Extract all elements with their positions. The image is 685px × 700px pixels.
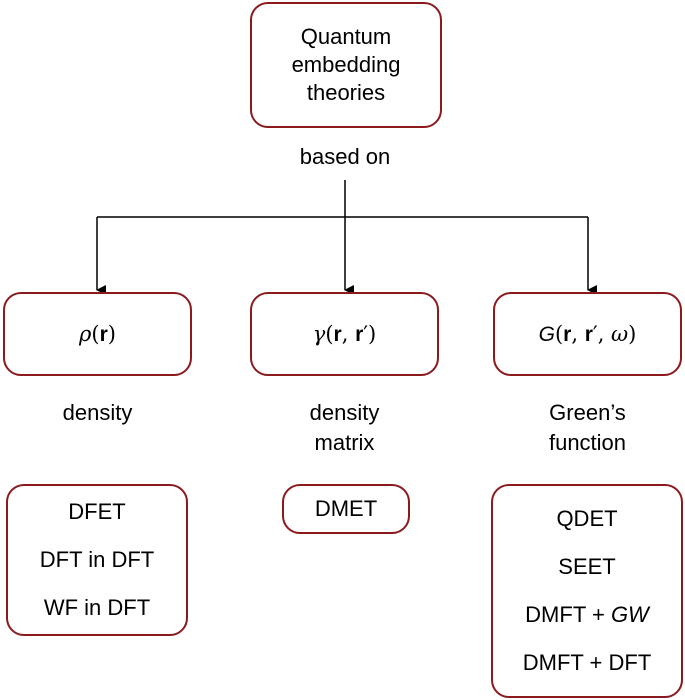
root-line-3: theories — [306, 80, 386, 105]
label-density-line-1: density — [62, 400, 133, 425]
label-density-matrix: density matrix — [250, 398, 439, 458]
node-greens-function-symbol: G(r, r′, ω) — [493, 292, 682, 376]
method-qdet: QDET — [556, 506, 618, 531]
label-greens-function-line-2: function — [548, 430, 627, 455]
method-dmet: DMET — [314, 496, 378, 521]
method-dft-in-dft: DFT in DFT — [39, 547, 155, 572]
methods-density-matrix: DMET — [282, 484, 410, 534]
label-density-matrix-line-1: density — [309, 400, 380, 425]
methods-greens-function: QDET SEET DMFT + GW DMFT + DFT — [491, 484, 683, 698]
method-seet: SEET — [558, 554, 616, 579]
rho-r-symbol: ρ(r) — [79, 321, 116, 346]
root-line-2: embedding — [291, 52, 401, 77]
root-line-1: Quantum — [300, 24, 392, 49]
g-r-r-prime-omega-symbol: G(r, r′, ω) — [538, 321, 637, 346]
gamma-r-r-prime-symbol: γ(r, r′) — [312, 321, 377, 346]
node-density-symbol: ρ(r) — [3, 292, 192, 376]
method-dmft-gw: DMFT + GW — [525, 602, 649, 627]
label-greens-function: Green’s function — [493, 398, 682, 458]
root-node: Quantum embedding theories — [250, 2, 442, 128]
label-greens-function-line-1: Green’s — [549, 400, 626, 425]
method-dfet: DFET — [68, 499, 126, 524]
method-dmft-dft: DMFT + DFT — [522, 650, 652, 675]
connector-label: based on — [299, 144, 391, 169]
method-wf-in-dft: WF in DFT — [43, 595, 151, 620]
label-density: density — [3, 398, 192, 428]
methods-density: DFET DFT in DFT WF in DFT — [6, 484, 188, 636]
node-density-matrix-symbol: γ(r, r′) — [250, 292, 439, 376]
label-density-matrix-line-2: matrix — [314, 430, 375, 455]
